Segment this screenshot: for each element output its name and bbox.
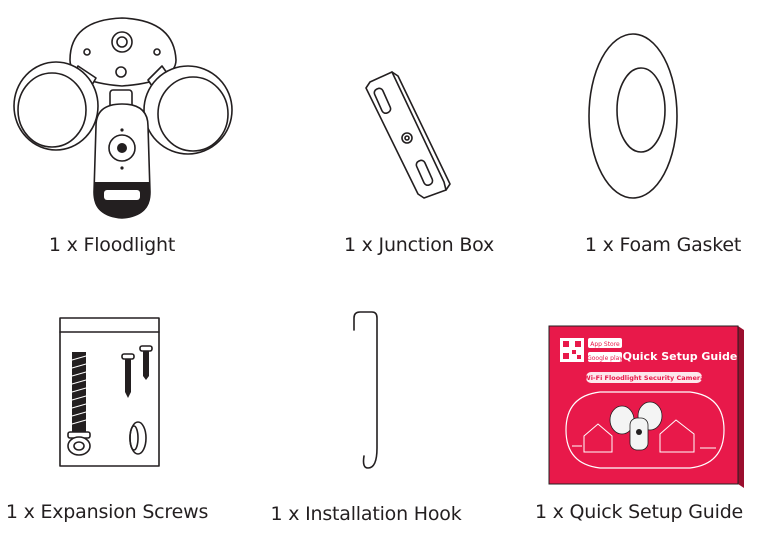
installation-hook-caption: 1 x Installation Hook bbox=[270, 503, 462, 525]
floodlight-caption: 1 x Floodlight bbox=[48, 234, 176, 256]
guide-app-store: App Store bbox=[590, 341, 620, 348]
expansion-screws-caption: 1 x Expansion Screws bbox=[5, 501, 209, 523]
quick-setup-guide-caption: 1 x Quick Setup Guide bbox=[534, 501, 744, 523]
foam-gasket-caption: 1 x Foam Gasket bbox=[584, 234, 742, 256]
guide-title: Quick Setup Guide bbox=[623, 350, 738, 363]
guide-subtitle: Wi-Fi Floodlight Security Camera bbox=[584, 374, 705, 382]
junction-box-caption: 1 x Junction Box bbox=[343, 234, 495, 256]
guide-google-play: Google play bbox=[587, 355, 623, 362]
